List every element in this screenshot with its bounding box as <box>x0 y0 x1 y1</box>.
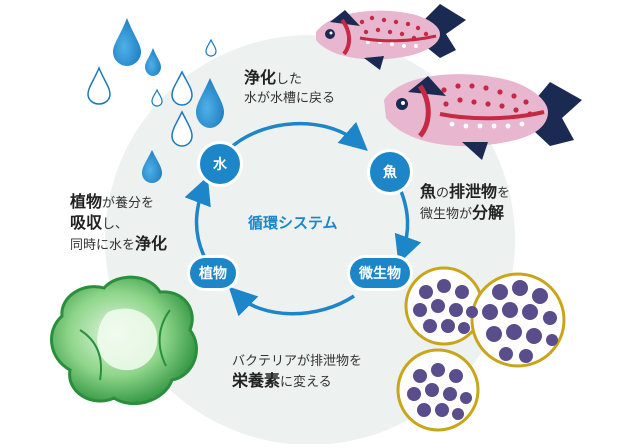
water-drop-icon <box>171 110 193 147</box>
text: に変える <box>280 375 332 390</box>
text-strong: 浄化 <box>135 234 168 253</box>
node-microbes-label: 微生物 <box>359 266 401 282</box>
bacteria-illustration <box>396 266 566 432</box>
water-drop-icon <box>142 150 162 183</box>
cycle-arrows <box>184 121 422 317</box>
text: し、 <box>102 217 129 232</box>
water-drop-icon <box>205 38 217 57</box>
text: バクテリアが排泄物を <box>232 354 363 369</box>
node-plants-label: 植物 <box>199 266 227 282</box>
text-strong: 分解 <box>472 203 505 222</box>
description-left: 植物が養分を 吸収し、 同時に水を浄化 <box>70 192 167 255</box>
text: した <box>276 72 303 87</box>
background-circle <box>105 35 515 445</box>
arrow-plants-to-water <box>184 176 211 257</box>
text-strong: 吸収 <box>70 213 103 232</box>
text: の <box>436 186 450 201</box>
arrow-microbes-to-plants <box>228 286 355 317</box>
node-water: 水 <box>200 144 240 184</box>
text: 同時に水を <box>70 238 136 253</box>
node-fish: 魚 <box>370 152 410 192</box>
water-drop-icon <box>151 88 163 107</box>
text: が養分を <box>102 196 155 211</box>
text-strong: 植物 <box>70 192 103 211</box>
water-drops-illustration <box>87 18 224 183</box>
water-drop-icon <box>171 70 193 106</box>
node-water-label: 水 <box>213 157 227 173</box>
water-drop-icon <box>145 48 161 76</box>
description-right: 魚の排泄物を 微生物が分解 <box>420 182 510 224</box>
fish-illustration <box>316 4 466 70</box>
node-microbes: 微生物 <box>350 258 410 288</box>
text-strong: 浄化 <box>244 68 277 87</box>
description-bottom: バクテリアが排泄物を 栄養素に変える <box>232 352 362 392</box>
text: を <box>497 186 511 201</box>
node-fish-label: 魚 <box>383 165 397 181</box>
cabbage-illustration <box>50 275 198 406</box>
text-strong: 栄養素 <box>232 371 281 390</box>
center-title: 循環システム <box>248 214 338 232</box>
text: 微生物が <box>420 207 473 222</box>
text-strong: 排泄物 <box>449 182 498 201</box>
fish-illustration <box>384 74 582 160</box>
node-plants: 植物 <box>190 258 236 288</box>
description-top: 浄化した 水が水槽に戻る <box>244 68 335 108</box>
water-drop-icon <box>113 18 141 66</box>
water-drop-icon <box>87 66 111 105</box>
water-drop-icon <box>196 78 224 128</box>
text: 水が水槽に戻る <box>244 91 336 106</box>
arrow-fish-to-microbes <box>394 183 422 264</box>
arrow-water-to-fish <box>226 121 368 152</box>
text-strong: 魚 <box>420 182 437 201</box>
